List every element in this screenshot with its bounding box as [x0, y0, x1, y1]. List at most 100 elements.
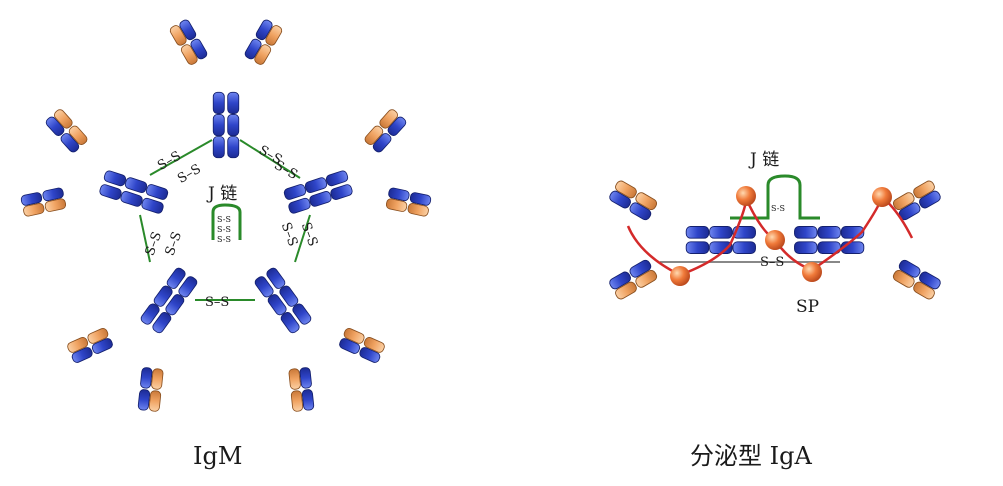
fab-arm	[67, 328, 113, 363]
heavy-chain-domain	[817, 226, 841, 239]
ss-label: S–S	[143, 230, 165, 258]
iga-j-chain	[730, 174, 820, 220]
light-chain-domain	[407, 203, 429, 217]
ss-small-label: S-S	[217, 215, 231, 224]
fab-arm	[364, 109, 407, 153]
light-chain-domain	[254, 44, 272, 65]
heavy-chain-domain	[919, 271, 941, 290]
fab-arm	[892, 259, 941, 300]
light-chain-domain	[151, 368, 164, 390]
light-chain-domain	[67, 337, 89, 353]
fab-arm	[609, 180, 658, 221]
heavy-chain-domain	[120, 191, 143, 207]
light-chain-domain	[615, 281, 637, 300]
ss-small-label: S-S	[217, 235, 231, 244]
heavy-chain-domain	[99, 184, 122, 200]
fab-arm	[339, 328, 385, 363]
sp-ball	[736, 186, 756, 206]
fab-arm	[385, 187, 432, 217]
heavy-chain-domain	[629, 202, 652, 221]
heavy-chain-domain	[279, 285, 299, 307]
igm-monomer	[283, 109, 432, 217]
ss-label: S–S	[760, 255, 784, 270]
heavy-chain-domain	[71, 347, 93, 363]
heavy-chain-domain	[387, 116, 407, 136]
ss-small-label: S-S	[771, 204, 785, 213]
heavy-chain-domain	[140, 367, 153, 389]
heavy-chain-domain	[794, 241, 818, 254]
fab-arm	[137, 367, 164, 412]
fab-arm	[20, 187, 67, 217]
igm-monomer	[67, 267, 198, 412]
heavy-chain-domain	[388, 187, 410, 202]
light-chain-domain	[385, 198, 408, 212]
light-chain-domain	[364, 125, 384, 146]
heavy-chain-domain	[280, 311, 300, 334]
heavy-chain-domain	[165, 294, 185, 316]
heavy-chain-domain	[212, 113, 225, 137]
fab-arm	[892, 180, 941, 221]
heavy-chain-domain	[178, 276, 198, 298]
heavy-chain-domain	[152, 311, 172, 334]
iga-monomer	[794, 180, 941, 300]
iga-j-chain-label: J 链	[748, 150, 779, 170]
heavy-chain-domain	[212, 136, 225, 159]
sp-ball	[872, 187, 892, 207]
light-chain-domain	[265, 25, 283, 46]
heavy-chain-domain	[609, 190, 631, 209]
light-chain-domain	[290, 390, 304, 412]
light-chain-domain	[180, 44, 198, 65]
heavy-chain-domain	[267, 294, 287, 316]
heavy-chain-domain	[359, 347, 381, 363]
heavy-chain-domain	[685, 241, 710, 254]
heavy-chain-domain	[309, 191, 332, 207]
heavy-chain-domain	[409, 192, 432, 206]
light-chain-domain	[615, 180, 637, 199]
light-chain-domain	[379, 109, 398, 129]
heavy-chain-domain	[137, 389, 151, 411]
heavy-chain-domain	[919, 190, 941, 209]
heavy-chain-domain	[732, 226, 756, 239]
light-chain-domain	[148, 390, 162, 412]
light-chain-domain	[44, 198, 67, 212]
light-chain-domain	[23, 203, 45, 217]
light-chain-domain	[343, 328, 365, 344]
secretory-iga-dimer: S-S S–S J 链 SP 分泌型 IgA	[609, 150, 941, 470]
heavy-chain-domain	[732, 241, 756, 254]
heavy-chain-domain	[254, 276, 274, 298]
igm-caption: IgM	[193, 442, 242, 470]
fab-arm	[169, 19, 208, 65]
heavy-chain-domain	[244, 38, 262, 60]
light-chain-domain	[635, 192, 658, 211]
heavy-chain-domain	[372, 133, 392, 153]
fab-arm	[45, 109, 88, 153]
iga-sp-balls	[670, 186, 892, 286]
heavy-chain-domain	[301, 389, 315, 411]
heavy-chain-domain	[330, 184, 353, 200]
light-chain-domain	[635, 269, 658, 288]
heavy-chain-domain	[629, 259, 652, 278]
heavy-chain-domain	[609, 271, 631, 290]
heavy-chain-domain	[141, 197, 164, 214]
heavy-chain-domain	[91, 338, 113, 354]
heavy-chain-domain	[45, 116, 65, 136]
light-chain-domain	[913, 281, 935, 300]
heavy-chain-domain	[140, 303, 160, 325]
igm-monomer	[169, 19, 283, 159]
heavy-chain-domain	[145, 184, 169, 200]
igm-pentamer: S–S S–S S–S S–S S–S S–S S–S S–S S–S S-S …	[20, 19, 432, 470]
light-chain-domain	[892, 192, 915, 211]
heavy-chain-domain	[179, 19, 197, 41]
light-chain-domain	[913, 180, 935, 199]
sp-ball	[802, 262, 822, 282]
ss-small-label: S-S	[217, 225, 231, 234]
ss-label: S–S	[271, 158, 300, 183]
fab-arm	[244, 19, 283, 65]
heavy-chain-domain	[794, 226, 818, 239]
heavy-chain-domain	[190, 38, 208, 60]
heavy-chain-domain	[283, 184, 307, 200]
sp-ball	[765, 230, 785, 250]
iga-monomer	[609, 180, 756, 300]
